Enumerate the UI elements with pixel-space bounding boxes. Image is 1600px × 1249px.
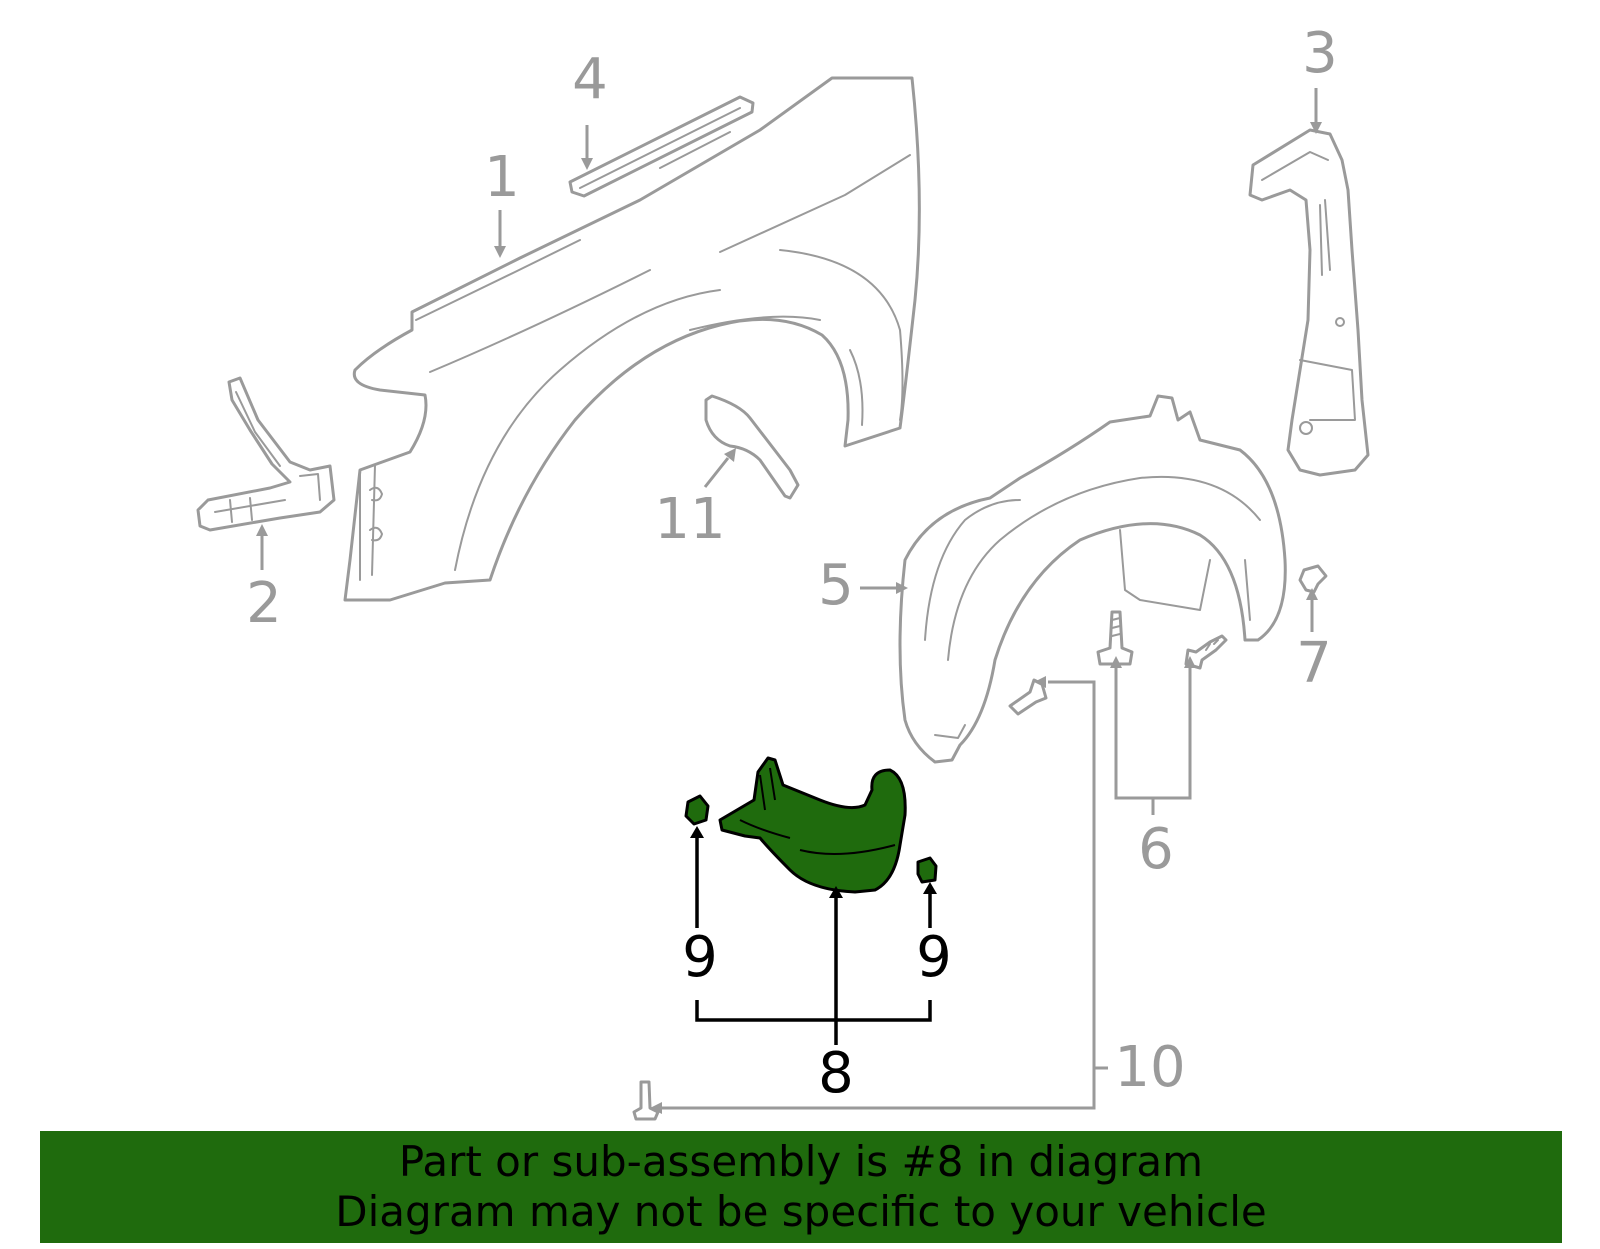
banner-line-1: Part or sub-assembly is #8 in diagram [398, 1137, 1204, 1186]
fender-bracket[interactable] [196, 376, 336, 532]
retainer-right[interactable] [916, 856, 938, 884]
retainer-left[interactable] [684, 794, 710, 826]
screw-left[interactable] [1096, 610, 1134, 666]
callout-9-left: 9 [682, 925, 718, 990]
pin-lower[interactable] [632, 1080, 660, 1121]
callout-5: 5 [818, 553, 854, 618]
callout-1: 1 [484, 145, 520, 210]
callout-7: 7 [1296, 631, 1332, 696]
trim-piece[interactable] [704, 394, 800, 500]
black-leader-lines [695, 835, 932, 1045]
gray-arrowheads [256, 122, 1322, 1114]
gray-leader-lines [260, 88, 1318, 1110]
callout-10: 10 [1114, 1035, 1185, 1100]
callout-9-right: 9 [916, 925, 952, 990]
splash-shield-highlighted[interactable] [718, 756, 907, 894]
fender-panel[interactable] [343, 76, 921, 602]
callout-2: 2 [246, 571, 282, 636]
fender-side-bracket[interactable] [1248, 128, 1370, 477]
banner-line-2: Diagram may not be specific to your vehi… [335, 1187, 1267, 1236]
push-clip[interactable] [1298, 564, 1328, 594]
callout-6: 6 [1138, 817, 1174, 882]
fender-liner[interactable] [898, 394, 1287, 764]
info-banner: Part or sub-assembly is #8 in diagram Di… [40, 1131, 1562, 1243]
callout-8: 8 [818, 1041, 854, 1106]
screw-right[interactable] [1184, 634, 1228, 670]
black-arrowheads [690, 826, 937, 898]
callout-4: 4 [572, 47, 608, 112]
callout-3: 3 [1302, 21, 1338, 86]
callout-11: 11 [654, 487, 725, 552]
pin-upper[interactable] [1008, 678, 1048, 716]
fender-molding[interactable] [568, 95, 755, 198]
